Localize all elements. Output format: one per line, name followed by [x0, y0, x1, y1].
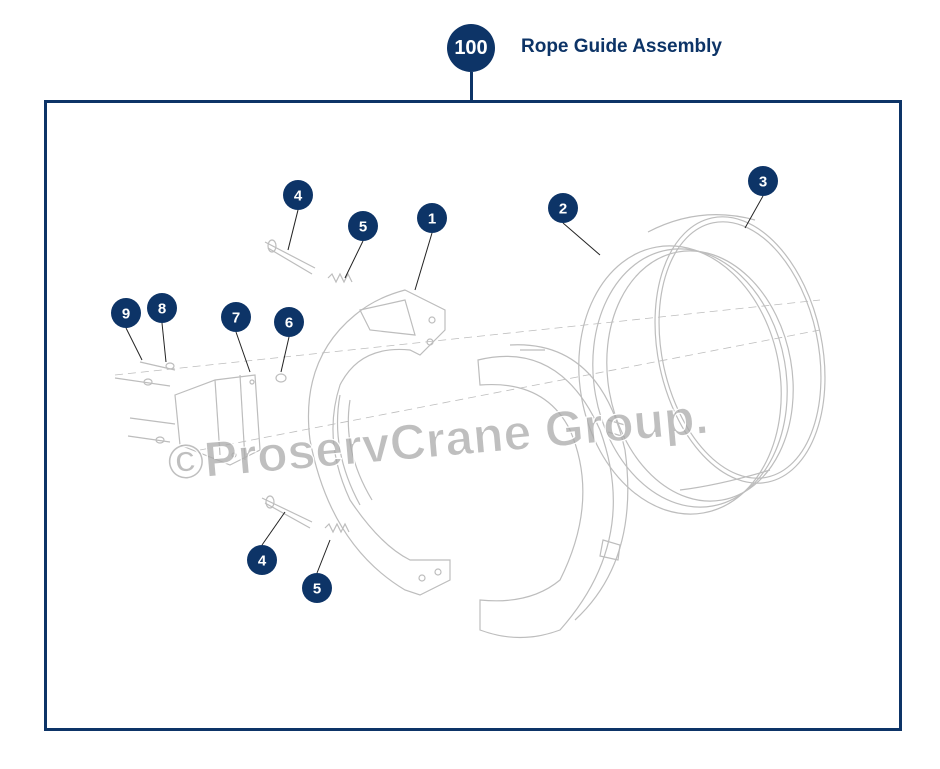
- callout-circle: [417, 203, 447, 233]
- callout-4: 4: [283, 180, 313, 210]
- callout-7: 7: [221, 302, 251, 332]
- callout-label: 8: [158, 301, 166, 318]
- callout-label: 4: [258, 553, 267, 570]
- callout-1: 1: [417, 203, 447, 233]
- springs-part-5: [324, 272, 353, 534]
- title-leader-line: [470, 72, 473, 102]
- callout-6: 6: [274, 307, 304, 337]
- callout-label: 9: [122, 306, 130, 323]
- callout-8: 8: [147, 293, 177, 323]
- ring-part-3: [647, 214, 826, 491]
- callout-circle: [274, 307, 304, 337]
- callout-label: 6: [285, 315, 293, 332]
- callout-circle: [221, 302, 251, 332]
- callout-label: 5: [359, 219, 367, 236]
- callout-circle: [247, 545, 277, 575]
- bolts-part-4: [261, 239, 316, 529]
- diagram-frame: [44, 100, 902, 731]
- callout-4: 4: [247, 545, 277, 575]
- small-fasteners: [114, 361, 287, 444]
- callout-circle: [302, 573, 332, 603]
- callout-badges: 1 2 3 4 5 6 7 8 9 4 5: [111, 166, 778, 603]
- split-ring-part-2: [578, 245, 794, 515]
- callout-label: 4: [294, 188, 303, 205]
- callout-circle: [111, 298, 141, 328]
- callout-circle: [748, 166, 778, 196]
- callout-label: 3: [759, 174, 767, 191]
- watermark-text: ©ProservCrane Group.: [165, 388, 710, 491]
- assembly-number-badge: 100: [447, 24, 495, 72]
- callout-3: 3: [748, 166, 778, 196]
- callout-leaders: [125, 195, 764, 574]
- callout-label: 1: [428, 211, 436, 228]
- part-linework: [114, 195, 826, 639]
- callout-label: 2: [559, 201, 567, 218]
- callout-2: 2: [548, 193, 578, 223]
- guide-half-part-1-back: [477, 344, 629, 639]
- callout-circle: [548, 193, 578, 223]
- callout-circle: [283, 180, 313, 210]
- callout-circle: [348, 211, 378, 241]
- assembly-title: Rope Guide Assembly: [521, 36, 722, 57]
- callout-circle: [147, 293, 177, 323]
- bracket-part-7: [174, 374, 261, 466]
- callout-5: 5: [348, 211, 378, 241]
- callout-label: 5: [313, 581, 321, 598]
- callout-label: 7: [232, 310, 240, 327]
- guide-half-part-1-front: [307, 289, 451, 596]
- callout-9: 9: [111, 298, 141, 328]
- callout-5: 5: [302, 573, 332, 603]
